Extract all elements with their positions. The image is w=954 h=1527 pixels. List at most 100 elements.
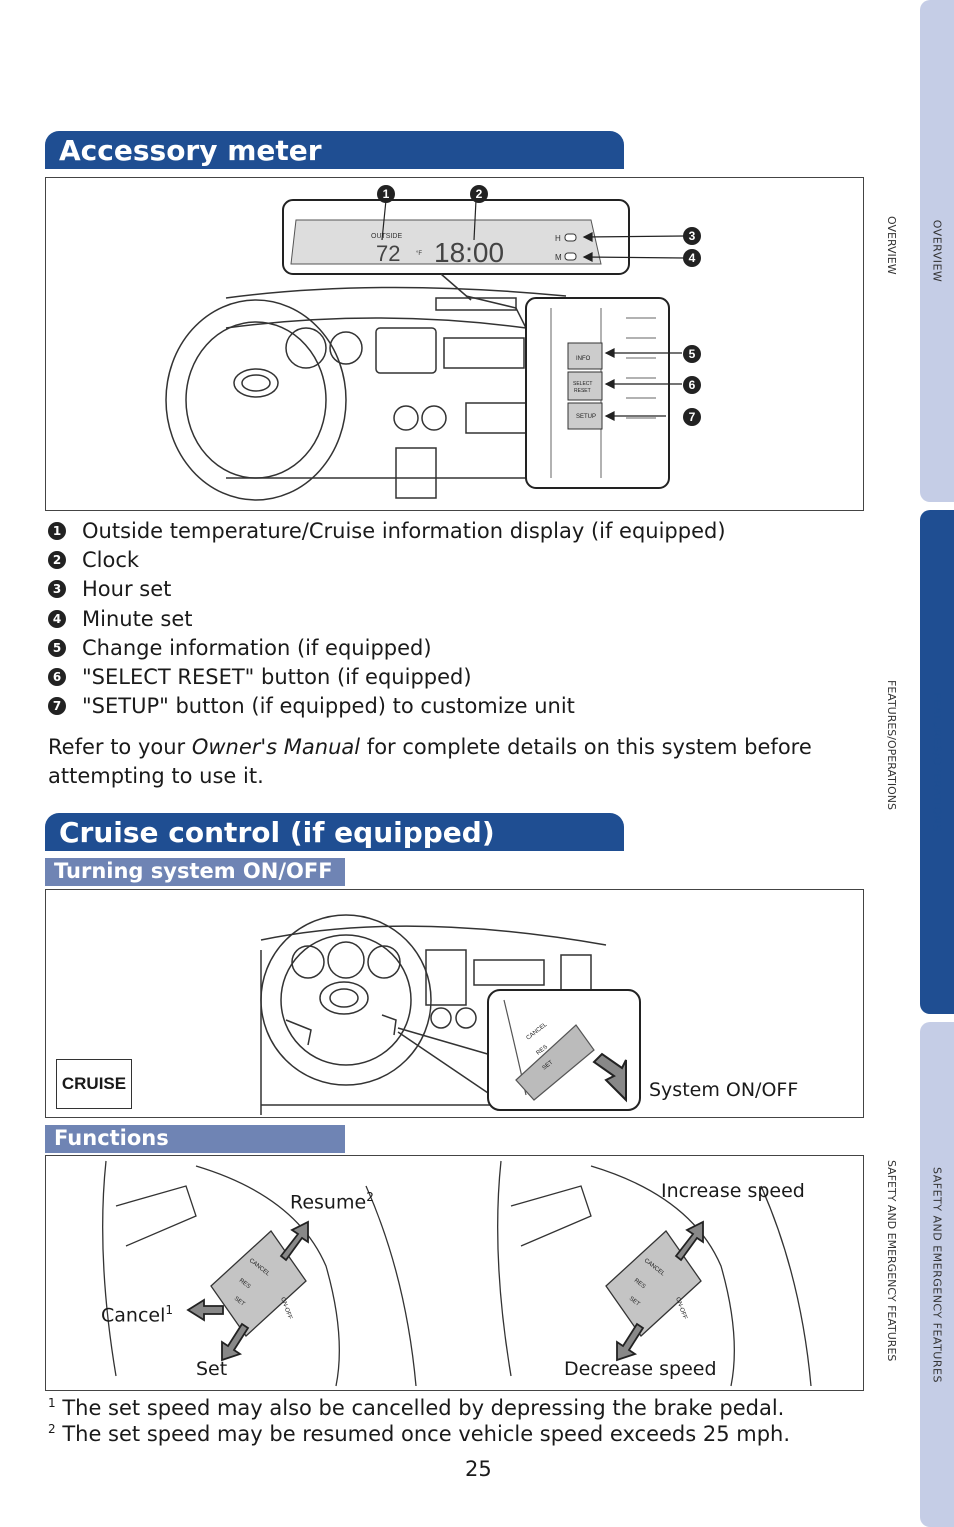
display-h-label: H [555, 234, 561, 243]
decrease-speed-label: Decrease speed [564, 1358, 717, 1380]
increase-speed-label: Increase speed [661, 1180, 805, 1202]
callout-4 [683, 249, 701, 267]
turning-system-figure: CANCEL RES SET CRUISE System ON/OFF [45, 889, 864, 1118]
note-post: for complete details on this system befo… [48, 735, 812, 788]
callout-6 [683, 376, 701, 394]
functions-figure: CANCEL RES SET ON-OFF CANCEL RES SET ON-… [45, 1155, 864, 1391]
display-m-label: M [555, 253, 562, 262]
callout-2 [470, 185, 488, 203]
arrow-up-resume-icon [279, 1220, 309, 1262]
resume-sup: 2 [366, 1190, 374, 1204]
legend-num: 6 [48, 668, 66, 687]
side-tab-features[interactable]: FEATURES/OPERATIONS [920, 510, 954, 1014]
callout-5-text: 5 [689, 347, 696, 361]
legend-item: 4 Minute set [48, 604, 726, 633]
cancel-text: Cancel [101, 1304, 166, 1327]
legend-num: 5 [48, 638, 66, 657]
legend-num: 7 [48, 697, 66, 716]
legend-item: 3 Hour set [48, 575, 726, 604]
stalk-functions-illustration: CANCEL RES SET ON-OFF CANCEL RES SET ON-… [102, 1160, 812, 1387]
owners-manual-note: Refer to your Owner's Manual for complet… [48, 733, 848, 791]
callout-6-text: 6 [689, 378, 696, 392]
legend-text: Minute set [82, 606, 193, 631]
callout-7-text: 7 [689, 410, 696, 424]
legend-text: Hour set [82, 577, 172, 602]
callout-2-text: 2 [476, 187, 483, 201]
side-tab-label: FEATURES/OPERATIONS [930, 692, 944, 832]
legend-text: "SELECT RESET" button (if equipped) [82, 665, 472, 690]
display-temp: 72 [376, 241, 400, 266]
side-label-safety: SAFETY AND EMERGENCY FEATURES [885, 1160, 898, 1362]
display-unit: °F [416, 251, 422, 257]
arrow-up-increase-icon [674, 1220, 704, 1262]
display-outside-label: OUTSIDE [371, 233, 402, 240]
select-reset-button[interactable] [567, 371, 603, 401]
footnote-text: The set speed may be resumed once vehicl… [62, 1422, 791, 1446]
note-pre: Refer to your [48, 735, 192, 759]
setup-button-label: SETUP [576, 414, 596, 420]
legend-text: Clock [82, 547, 140, 572]
legend-item: 7 "SETUP" button (if equipped) to customi… [48, 692, 726, 721]
callout-5 [683, 345, 701, 363]
side-label-overview: OVERVIEW [885, 216, 898, 275]
arrow-icon [592, 1052, 627, 1103]
functions-title: Functions [45, 1125, 345, 1153]
legend-num: 4 [48, 609, 66, 628]
cruise-dashboard-illustration: CANCEL RES SET [260, 914, 641, 1115]
callout-1-text: 1 [383, 187, 390, 201]
legend-num: 2 [48, 550, 66, 569]
legend-num: 1 [48, 521, 66, 540]
side-tab-safety[interactable]: SAFETY AND EMERGENCY FEATURES [920, 1022, 954, 1527]
dashboard-illustration: OUTSIDE 72 °F 18:00 H M INFO SELECT RESE… [165, 185, 701, 501]
legend-item: 1 Outside temperature/Cruise information … [48, 516, 726, 545]
legend-text: Change information (if equipped) [82, 635, 432, 660]
callout-1 [377, 185, 395, 203]
note-manual: Owner's Manual [191, 735, 361, 759]
legend-item: 5 Change information (if equipped) [48, 633, 726, 662]
arrow-left-cancel-icon [186, 1298, 224, 1322]
side-tab-overview[interactable]: OVERVIEW [920, 0, 954, 502]
footnote-2: 2 The set speed may be resumed once vehi… [48, 1422, 790, 1446]
footnote-1: 1 The set speed may also be cancelled by… [48, 1396, 784, 1420]
legend-item: 2 Clock [48, 545, 726, 574]
callout-3 [683, 227, 701, 245]
select-button-label: SELECT [573, 381, 592, 387]
arrow-down-decrease-icon [616, 1322, 645, 1362]
hour-button[interactable] [564, 233, 577, 242]
setup-button[interactable] [567, 402, 603, 430]
arrow-down-set-icon [221, 1322, 250, 1362]
side-tab-label: OVERVIEW [930, 219, 944, 283]
side-label-features: FEATURES/OPERATIONS [885, 680, 898, 810]
set-label: Set [196, 1358, 228, 1380]
callout-3-text: 3 [689, 229, 696, 243]
legend-text: "SETUP" button (if equipped) to customiz… [82, 694, 575, 719]
accessory-legend: 1 Outside temperature/Cruise information … [48, 516, 726, 721]
accessory-meter-title: Accessory meter [45, 131, 624, 169]
cancel-label: Cancel1 [101, 1303, 173, 1326]
cancel-sup: 1 [165, 1303, 174, 1317]
reset-button-label: RESET [574, 388, 591, 394]
turning-system-title: Turning system ON/OFF [45, 858, 345, 886]
footnote-text: The set speed may also be cancelled by d… [62, 1396, 785, 1420]
legend-text: Outside temperature/Cruise information d… [82, 518, 726, 543]
accessory-meter-figure: OUTSIDE 72 °F 18:00 H M INFO SELECT RESE… [45, 177, 864, 511]
display-clock: 18:00 [434, 237, 504, 268]
footnote-sup: 1 [48, 1396, 56, 1410]
stalk-right-onoff: ON-OFF [674, 1297, 688, 1321]
page-number: 25 [465, 1457, 492, 1481]
callout-7 [683, 408, 701, 426]
resume-label: Resume2 [290, 1190, 374, 1213]
legend-num: 3 [48, 580, 66, 599]
cruise-indicator-badge: CRUISE [56, 1059, 132, 1109]
info-button[interactable] [567, 342, 603, 370]
stalk-left-onoff: ON-OFF [279, 1297, 293, 1321]
resume-text: Resume [290, 1191, 367, 1214]
info-button-label: INFO [576, 356, 591, 362]
system-on-off-label: System ON/OFF [649, 1079, 799, 1101]
callout-4-text: 4 [689, 251, 696, 265]
cruise-control-title: Cruise control (if equipped) [45, 813, 624, 851]
side-tab-label: SAFETY AND EMERGENCY FEATURES [930, 1166, 944, 1383]
minute-button[interactable] [564, 252, 577, 261]
legend-item: 6 "SELECT RESET" button (if equipped) [48, 662, 726, 691]
footnote-sup: 2 [48, 1422, 56, 1436]
